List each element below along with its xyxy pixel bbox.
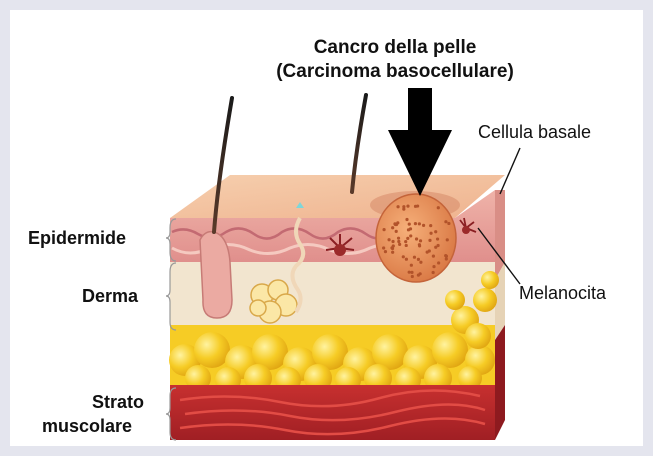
tumor-cell — [414, 222, 417, 225]
tumor-cell — [418, 243, 421, 246]
tumor-cell — [426, 251, 429, 254]
tumor-cell — [413, 256, 416, 259]
tumor-cell — [406, 205, 409, 208]
tumor-cell — [418, 222, 421, 225]
label-strato-line-1: Strato — [92, 392, 144, 413]
tumor-cell — [384, 250, 387, 253]
tumor-cell — [410, 264, 413, 267]
tumor-cell — [405, 258, 408, 261]
tumor-cell — [396, 205, 399, 208]
tumor-cell — [437, 261, 440, 264]
fat-globule — [432, 332, 468, 368]
tumor-cell — [434, 230, 437, 233]
tumor-cell — [405, 218, 408, 221]
tumor-cell — [444, 220, 447, 223]
tumor-cell — [408, 223, 411, 226]
fat-globule — [194, 332, 230, 368]
tumor-cell — [402, 255, 405, 258]
tumor-cell — [393, 222, 396, 225]
tumor-cell — [382, 246, 385, 249]
tumor-cell — [419, 272, 422, 275]
tumor-cell — [422, 224, 425, 227]
tumor-cell — [447, 222, 450, 225]
muscle-side-face — [495, 325, 505, 440]
tumor-cell — [411, 275, 414, 278]
tumor-cell — [436, 237, 439, 240]
tumor-cell — [446, 238, 449, 241]
diagram-title: Cancro della pelle (Carcinoma basocellul… — [230, 36, 560, 84]
tumor-cell — [415, 237, 418, 240]
tumor-cell — [432, 271, 435, 274]
muscle-layer — [170, 385, 495, 440]
fat-globule — [445, 290, 465, 310]
label-derma: Derma — [82, 286, 138, 307]
tumor-cell — [407, 228, 410, 231]
tumor-cell — [428, 239, 431, 242]
fat-globule — [473, 288, 497, 312]
label-epidermide: Epidermide — [28, 228, 126, 249]
tumor-cell — [391, 251, 394, 254]
tumor-cell — [387, 238, 390, 241]
tumor-cell — [410, 271, 413, 274]
tumor-cell — [437, 206, 440, 209]
hair-follicle — [200, 232, 232, 318]
tumor-cell — [417, 258, 420, 261]
tumor-cell — [397, 237, 400, 240]
tumor-cell — [434, 246, 437, 249]
tumor-cell — [408, 271, 411, 274]
tumor-mass — [376, 194, 456, 282]
tumor-cell — [419, 261, 422, 264]
label-cellula-basale: Cellula basale — [478, 122, 591, 143]
tumor-cell — [398, 243, 401, 246]
tumor-cell — [391, 240, 394, 243]
tumor-cell — [404, 240, 407, 243]
tumor-cell — [382, 228, 385, 231]
tumor-cell — [432, 255, 435, 258]
title-line-2: (Carcinoma basocellulare) — [230, 60, 560, 84]
tumor-cell — [402, 205, 405, 208]
tumor-cell — [405, 244, 408, 247]
title-line-1: Cancro della pelle — [230, 36, 560, 60]
tumor-cell — [445, 257, 448, 260]
tumor-cell — [409, 234, 412, 237]
tumor-cell — [429, 224, 432, 227]
tumor-cell — [432, 265, 435, 268]
tumor-cell — [429, 232, 432, 235]
label-strato-line-2: muscolare — [42, 416, 132, 437]
leader-cellula-basale — [500, 148, 520, 194]
tumor-cell — [391, 226, 394, 229]
label-melanocita: Melanocita — [519, 283, 606, 304]
tumor-cell — [414, 205, 417, 208]
fat-globule — [465, 323, 491, 349]
fat-globule — [481, 271, 499, 289]
tumor-cell — [395, 230, 398, 233]
tumor-cell — [397, 240, 400, 243]
tumor-cell — [419, 239, 422, 242]
tumor-cell — [406, 237, 409, 240]
tumor-cell — [392, 244, 395, 247]
